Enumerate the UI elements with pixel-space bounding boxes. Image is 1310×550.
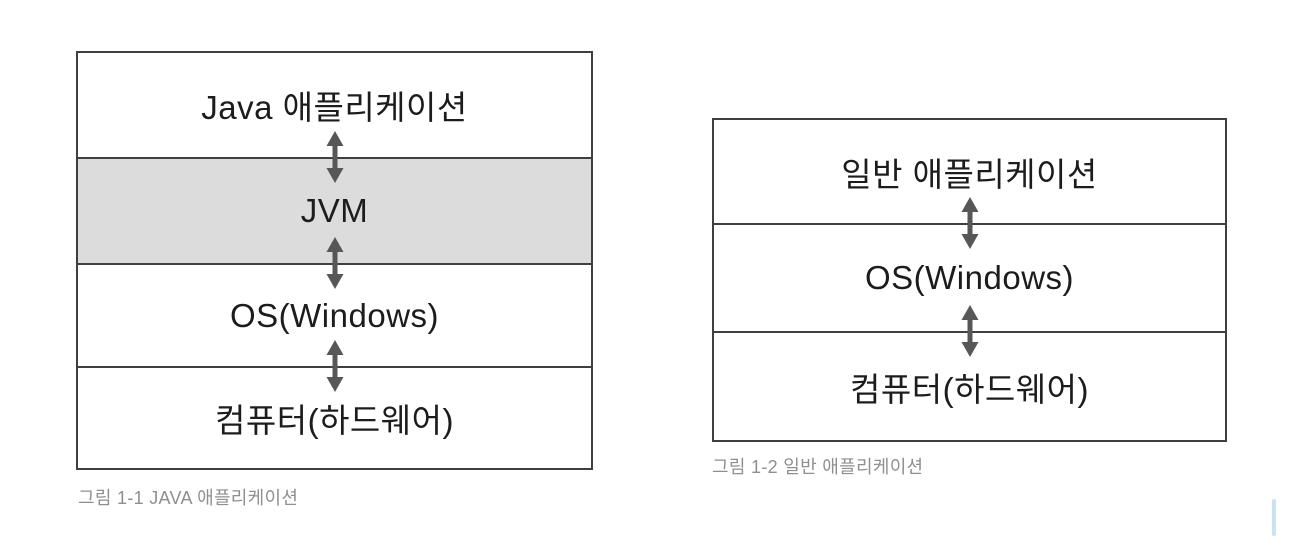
- java-stack-diagram: Java 애플리케이션 JVM OS(Windows) 컴퓨터(하드웨어): [76, 51, 593, 470]
- layer-computer-hardware: 컴퓨터(하드웨어): [714, 331, 1225, 440]
- double-arrow-icon: [326, 340, 343, 392]
- caret-indicator: [1272, 499, 1276, 536]
- figure-caption: 그림 1-1 JAVA 애플리케이션: [78, 488, 299, 508]
- double-arrow-icon: [326, 131, 343, 183]
- layer-label: OS(Windows): [864, 259, 1075, 296]
- double-arrow-icon: [961, 305, 978, 357]
- layer-general-application: 일반 애플리케이션: [714, 120, 1225, 223]
- layer-label: OS(Windows): [229, 296, 440, 334]
- layer-label: 컴퓨터(하드웨어): [850, 370, 1089, 408]
- double-arrow-icon: [326, 237, 343, 289]
- layer-label: 일반 애플리케이션: [841, 155, 1098, 193]
- general-stack-diagram: 일반 애플리케이션 OS(Windows) 컴퓨터(하드웨어): [712, 118, 1227, 442]
- layer-label: Java 애플리케이션: [201, 89, 468, 126]
- figure-caption: 그림 1-2 일반 애플리케이션: [712, 457, 924, 477]
- figure-java-application: Java 애플리케이션 JVM OS(Windows) 컴퓨터(하드웨어): [76, 51, 593, 521]
- double-arrow-icon: [961, 197, 978, 249]
- layer-label: 컴퓨터(하드웨어): [215, 402, 454, 439]
- layer-label: JVM: [300, 192, 369, 229]
- figure-general-application: 일반 애플리케이션 OS(Windows) 컴퓨터(하드웨어) 그림 1-2 일…: [712, 118, 1227, 488]
